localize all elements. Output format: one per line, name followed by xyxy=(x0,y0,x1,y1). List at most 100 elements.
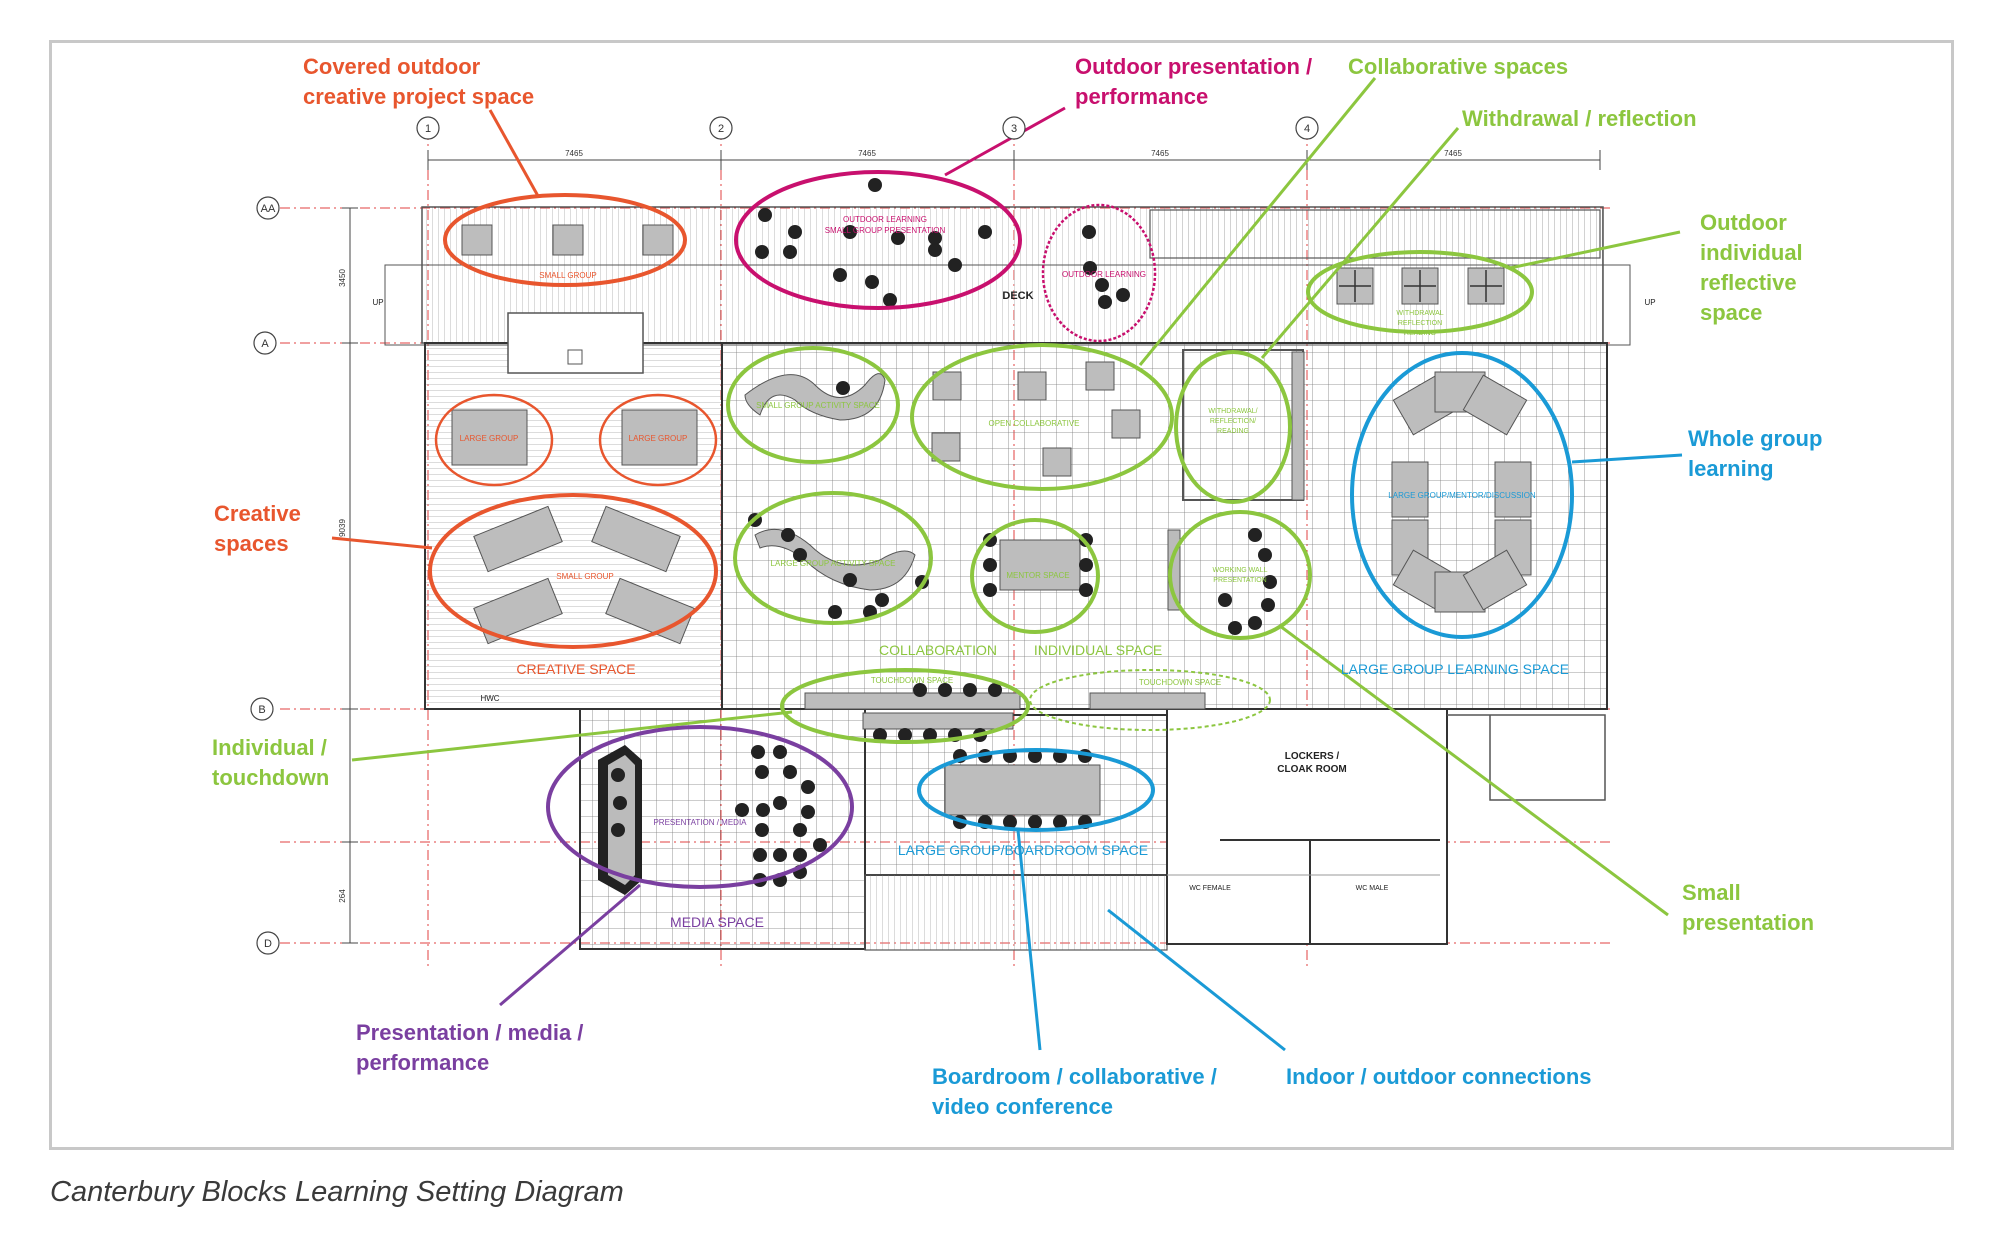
chair xyxy=(1003,815,1017,829)
ellipse-presentation-media xyxy=(546,725,854,889)
ellipse-large-group-1 xyxy=(434,393,554,487)
chair xyxy=(1082,225,1096,239)
chair xyxy=(1218,593,1232,607)
chair xyxy=(783,765,797,779)
chair xyxy=(758,208,772,222)
chair xyxy=(793,848,807,862)
chair xyxy=(828,605,842,619)
dim-col-2: 7465 xyxy=(858,149,876,158)
right-ramp xyxy=(1447,714,1606,801)
dim-row-3: 264 xyxy=(338,889,347,903)
dim-row-2: 9039 xyxy=(338,519,347,537)
chairs xyxy=(611,178,1277,887)
axis-col-4: 4 xyxy=(1304,123,1310,135)
leader-outdoor-individual xyxy=(1509,230,1681,270)
deck-stairs xyxy=(1149,209,1601,259)
chair xyxy=(883,293,897,307)
label-withdrawal-reading-1: WITHDRAWAL xyxy=(1396,310,1443,317)
chair xyxy=(793,823,807,837)
chair xyxy=(1258,548,1272,562)
leader-outdoor-presentation xyxy=(944,106,1066,177)
chair xyxy=(801,805,815,819)
chair xyxy=(756,803,770,817)
chair xyxy=(1095,278,1109,292)
callout-boardroom-2: video conference xyxy=(932,1094,1113,1119)
leader-covered-outdoor xyxy=(488,109,540,197)
chair xyxy=(793,548,807,562)
callout-collaborative-spaces: Collaborative spaces xyxy=(1348,54,1568,79)
label-small-group-activity: SMALL GROUP ACTIVITY SPACE xyxy=(756,401,880,410)
label-withdrawal-inner-2: REFLECTION/ xyxy=(1210,418,1256,425)
chair xyxy=(1248,528,1262,542)
chair xyxy=(928,231,942,245)
axis-bubbles xyxy=(250,116,1319,955)
chair xyxy=(781,528,795,542)
label-deck: DECK xyxy=(1002,290,1033,302)
callout-small-presentation-1: Small xyxy=(1682,880,1741,905)
callout-whole-group-1: Whole group xyxy=(1688,426,1822,451)
leader-individual-touchdown xyxy=(351,710,793,762)
chair xyxy=(1228,621,1242,635)
chair xyxy=(613,796,627,810)
boardroom-deck xyxy=(864,874,1168,951)
ellipse-touchdown-1 xyxy=(780,668,1030,744)
chair xyxy=(773,796,787,810)
dim-row-1: 3450 xyxy=(338,269,347,287)
label-withdrawal-reading-3: READING xyxy=(1404,330,1436,337)
callout-small-presentation-2: presentation xyxy=(1682,910,1814,935)
chair xyxy=(735,803,749,817)
furniture xyxy=(451,224,1532,816)
label-large-group-2: LARGE GROUP xyxy=(629,434,688,443)
chair xyxy=(1116,288,1130,302)
callout-covered-outdoor-2: creative project space xyxy=(303,84,534,109)
dimension-line-left xyxy=(342,207,358,944)
chair xyxy=(755,765,769,779)
diagram-caption: Canterbury Blocks Learning Setting Diagr… xyxy=(50,1176,624,1208)
chair xyxy=(913,683,927,697)
label-large-group-learning: LARGE GROUP LEARNING SPACE xyxy=(1341,661,1569,677)
callout-creative-1: Creative xyxy=(214,501,301,526)
leader-boardroom xyxy=(1016,829,1042,1051)
leader-indoor-outdoor xyxy=(1107,908,1286,1052)
axis-col-2: 2 xyxy=(718,123,724,135)
chair xyxy=(611,768,625,782)
chair xyxy=(875,593,889,607)
label-lockers-2: CLOAK ROOM xyxy=(1277,764,1346,775)
ellipse-withdrawal-reading xyxy=(1174,350,1292,504)
dim-col-1: 7465 xyxy=(565,149,583,158)
label-lockers-1: LOCKERS / xyxy=(1285,751,1340,762)
chair xyxy=(983,533,997,547)
callout-whole-group-2: learning xyxy=(1688,456,1774,481)
callout-outdoor-individual-3: reflective xyxy=(1700,270,1797,295)
ellipse-open-collaborative xyxy=(910,343,1174,491)
diagram-frame xyxy=(49,40,1954,1150)
leader-creative xyxy=(331,536,433,550)
small-group-activity-table xyxy=(744,373,886,421)
ellipse-boardroom xyxy=(917,748,1155,832)
chair xyxy=(868,178,882,192)
chair xyxy=(783,245,797,259)
leader-collaborative xyxy=(1138,77,1377,366)
callout-outdoor-presentation-2: performance xyxy=(1075,84,1208,109)
chair xyxy=(1263,575,1277,589)
chair xyxy=(1083,261,1097,275)
chair xyxy=(963,683,977,697)
axis-row-b: B xyxy=(258,704,265,716)
label-wc-female: WC FEMALE xyxy=(1189,885,1231,892)
axis-col-3: 3 xyxy=(1011,123,1017,135)
ellipse-covered-outdoor xyxy=(443,193,687,287)
callout-presentation-media-2: performance xyxy=(356,1050,489,1075)
chair xyxy=(898,728,912,742)
callout-creative-2: spaces xyxy=(214,531,289,556)
chair xyxy=(1053,815,1067,829)
chair xyxy=(843,225,857,239)
chair xyxy=(983,583,997,597)
dim-col-3: 7465 xyxy=(1151,149,1169,158)
chair xyxy=(773,745,787,759)
ellipse-small-group-activity xyxy=(726,346,900,464)
chair xyxy=(755,245,769,259)
label-large-group-activity: LARGE GROUP ACTIVITY SPACE xyxy=(771,559,896,568)
chair xyxy=(801,780,815,794)
label-working-wall-2: PRESENTATION xyxy=(1213,577,1266,584)
chair xyxy=(948,258,962,272)
